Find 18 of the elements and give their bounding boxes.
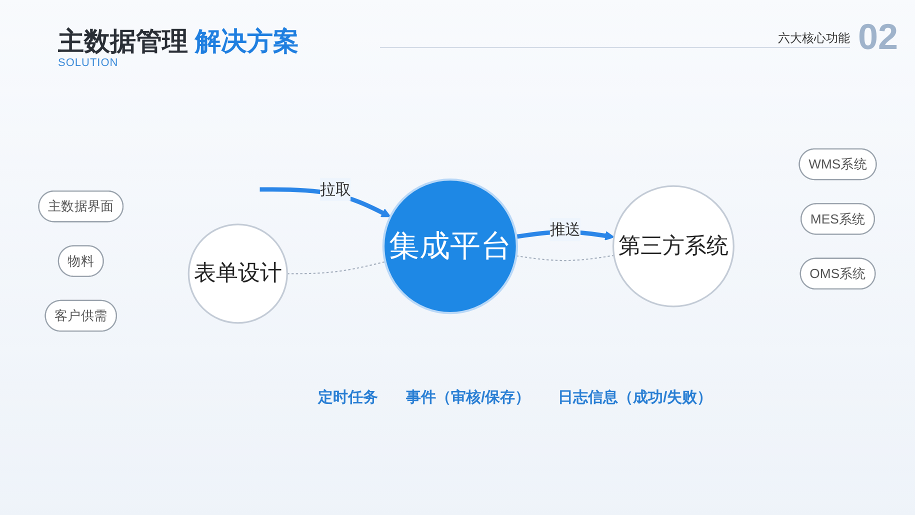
connector-line bbox=[287, 261, 386, 274]
trigger-label: 事件（审核/保存） bbox=[406, 388, 530, 407]
tag-pill: OMS系统 bbox=[800, 258, 876, 290]
tag-pill: WMS系统 bbox=[798, 148, 877, 180]
tag-pill: 主数据界面 bbox=[38, 190, 124, 222]
circle-node: 第三方系统 bbox=[612, 185, 734, 308]
connector-line bbox=[516, 254, 614, 262]
tag-pill: 客户供需 bbox=[44, 300, 117, 332]
circle-node: 集成平台 bbox=[382, 178, 518, 314]
tag-pill: 物料 bbox=[58, 245, 104, 277]
section-number: 02 bbox=[858, 16, 898, 58]
tag-pill: MES系统 bbox=[800, 203, 875, 235]
section-label: 六大核心功能 bbox=[778, 30, 850, 47]
trigger-label: 日志信息（成功/失败） bbox=[558, 388, 712, 407]
title: 主数据管理 解决方案 bbox=[58, 25, 300, 58]
circle-node: 表单设计 bbox=[188, 224, 288, 324]
trigger-label: 定时任务 bbox=[318, 388, 378, 407]
subtitle: SOLUTION bbox=[58, 57, 118, 69]
